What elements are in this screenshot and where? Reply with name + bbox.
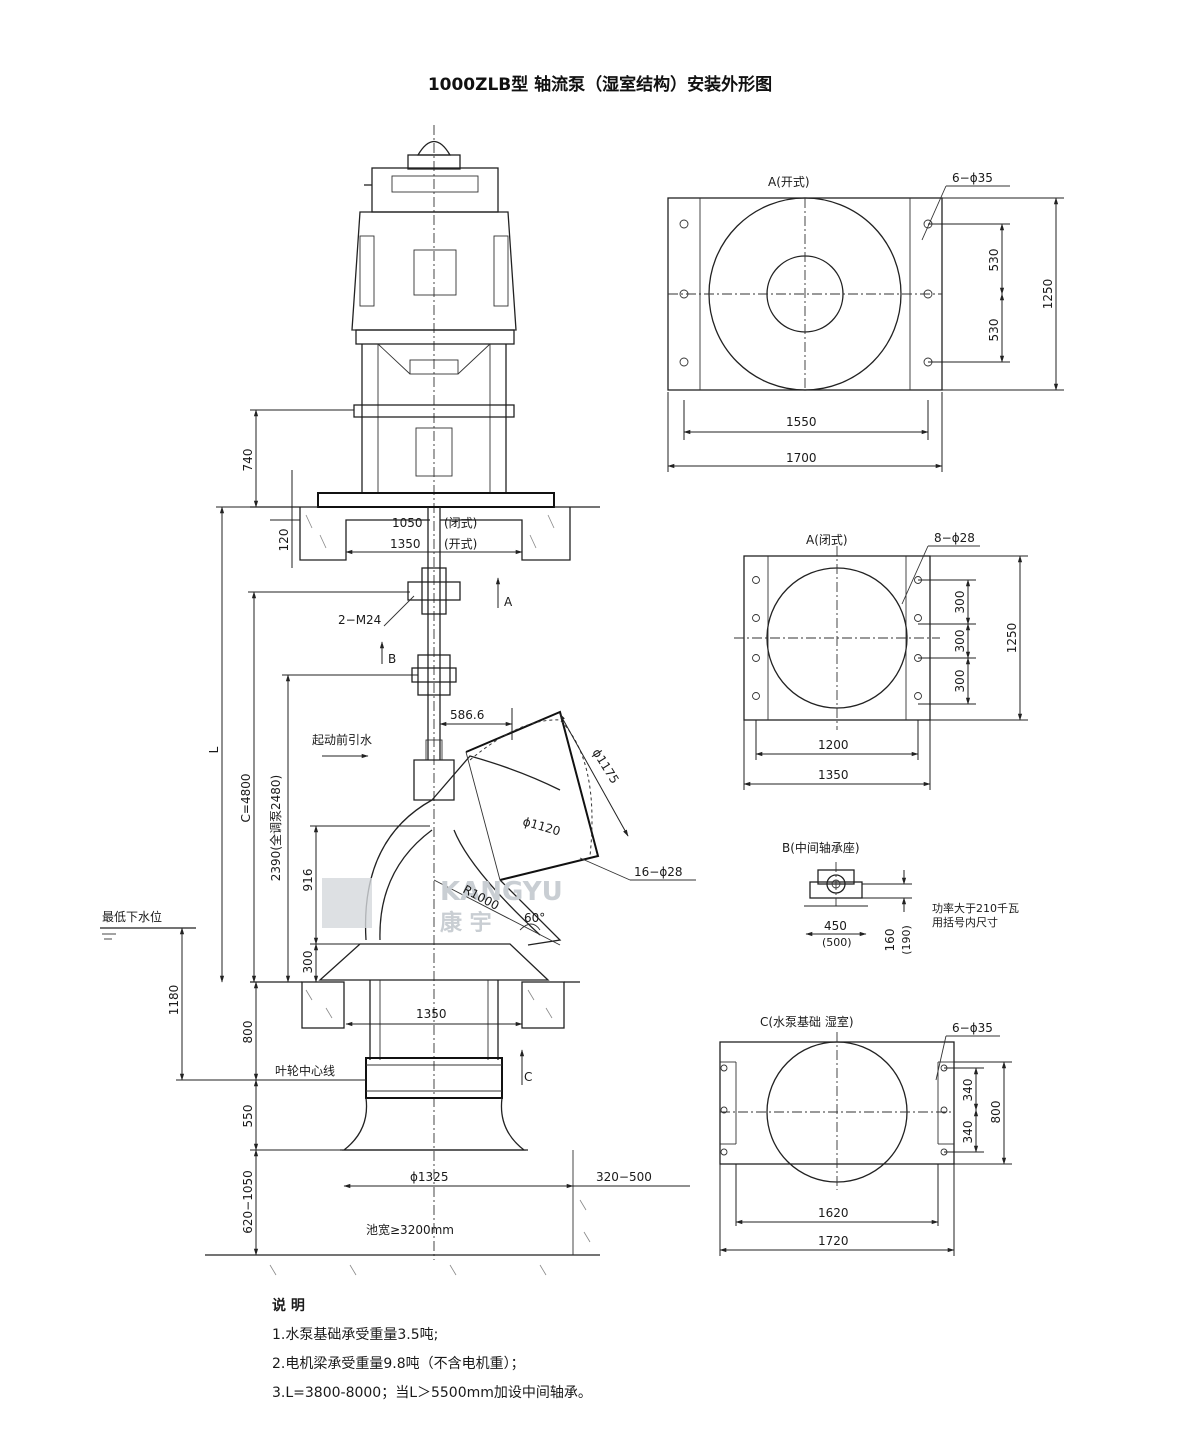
view-c-1720: 1720: [818, 1234, 849, 1248]
view-b-450: 450: [824, 919, 847, 933]
view-a-open-1550: 1550: [786, 415, 817, 429]
view-a-closed: A(闭式) 8−ϕ28 300 300 300 1250 12: [734, 531, 1028, 790]
view-c-800: 800: [989, 1101, 1003, 1124]
view-a-closed-1350: 1350: [818, 768, 849, 782]
view-a-closed-1200: 1200: [818, 738, 849, 752]
view-a-open-holes: 6−ϕ35: [952, 171, 993, 185]
view-a-closed-title: A(闭式): [806, 533, 848, 547]
view-b-note2: 用括号内尺寸: [932, 915, 998, 929]
note-item: 2.电机梁承受重量9.8吨（不含电机重）；: [272, 1356, 525, 1372]
dim-800: 800: [241, 1021, 255, 1044]
section-B-marker: B: [388, 652, 396, 666]
prime-water-label: 起动前引水: [312, 732, 372, 747]
dim-phi1175: ϕ1175: [589, 746, 621, 786]
dim-1350-base: 1350: [416, 1007, 447, 1021]
notes-heading: 说 明: [272, 1298, 305, 1314]
main-elevation: KANGYU 康 宇 740 120 L C=4800 2390(全调泵2480…: [100, 125, 696, 1276]
dim-300: 300: [301, 951, 315, 974]
section-A-marker: A: [504, 595, 513, 609]
pit-width-label: 池宽≥3200mm: [366, 1222, 454, 1237]
impeller-center-label: 叶轮中心线: [275, 1063, 335, 1078]
view-b-bearing: B(中间轴承座) 450 (500) 160 (190) 功率大于210千瓦 用…: [782, 840, 1019, 955]
note-item: 3.L=3800-8000；当L＞5500mm加设中间轴承。: [272, 1385, 592, 1401]
view-a-open-1700: 1700: [786, 451, 817, 465]
view-b-190: (190): [900, 925, 913, 955]
dim-586-6: 586.6: [450, 708, 484, 722]
dim-740: 740: [241, 449, 255, 472]
view-b-160: 160: [883, 929, 897, 952]
bolt-label: 2−M24: [338, 613, 381, 627]
view-a-closed-300a: 300: [953, 591, 967, 614]
dim-550: 550: [241, 1105, 255, 1128]
dim-1050-note: (闭式): [444, 516, 477, 530]
view-a-closed-1250: 1250: [1005, 623, 1019, 654]
drawing-title: 1000ZLB型 轴流泵（湿室结构）安装外形图: [428, 74, 772, 95]
watermark-emblem-icon: [322, 878, 372, 928]
watermark-sub: 康 宇: [440, 910, 492, 936]
dim-phi1120: ϕ1120: [521, 814, 562, 838]
view-c-340a: 340: [961, 1079, 975, 1102]
view-b-note1: 功率大于210千瓦: [932, 901, 1019, 915]
view-a-open-1250: 1250: [1041, 279, 1055, 310]
view-a-closed-300b: 300: [953, 630, 967, 653]
view-a-open-530b: 530: [987, 319, 1001, 342]
dim-60deg: 60°: [524, 911, 545, 925]
watermark-logo: KANGYU: [440, 877, 563, 907]
view-c-340b: 340: [961, 1121, 975, 1144]
dim-916: 916: [301, 869, 315, 892]
holes-16-phi28: 16−ϕ28: [634, 865, 683, 879]
lowest-water-label: 最低下水位: [102, 909, 162, 924]
dim-120: 120: [277, 529, 291, 552]
view-c-1620: 1620: [818, 1206, 849, 1220]
dim-1350-top-note: (开式): [444, 537, 477, 551]
dim-1350-top: 1350: [390, 537, 421, 551]
view-a-open: A(开式) 6−ϕ35 530 530 1250 1550 1700: [667, 171, 1064, 472]
view-b-title: B(中间轴承座): [782, 840, 860, 855]
dim-1180: 1180: [167, 985, 181, 1016]
view-c-title: C(水泵基础 湿室): [760, 1014, 854, 1029]
view-a-closed-300c: 300: [953, 670, 967, 693]
dim-2390: 2390(全调泵2480): [268, 775, 283, 881]
dim-C: C=4800: [239, 774, 253, 823]
notes-section: 说 明 1.水泵基础承受重量3.5吨; 2.电机梁承受重量9.8吨（不含电机重）…: [272, 1292, 592, 1408]
note-item: 1.水泵基础承受重量3.5吨;: [272, 1327, 439, 1343]
dim-1050: 1050: [392, 516, 423, 530]
view-c-foundation: C(水泵基础 湿室) 6−ϕ35 340 340 800 1620: [719, 1014, 1012, 1256]
view-a-open-530a: 530: [987, 249, 1001, 272]
section-C-marker: C: [524, 1070, 532, 1084]
dim-L: L: [207, 746, 221, 753]
view-b-500: (500): [822, 936, 852, 949]
view-a-open-title: A(开式): [768, 175, 810, 189]
view-c-holes: 6−ϕ35: [952, 1021, 993, 1035]
view-a-closed-holes: 8−ϕ28: [934, 531, 975, 545]
dim-phi1325: ϕ1325: [410, 1170, 448, 1184]
dim-620-1050: 620−1050: [241, 1170, 255, 1234]
dim-320-500: 320−500: [596, 1170, 652, 1184]
